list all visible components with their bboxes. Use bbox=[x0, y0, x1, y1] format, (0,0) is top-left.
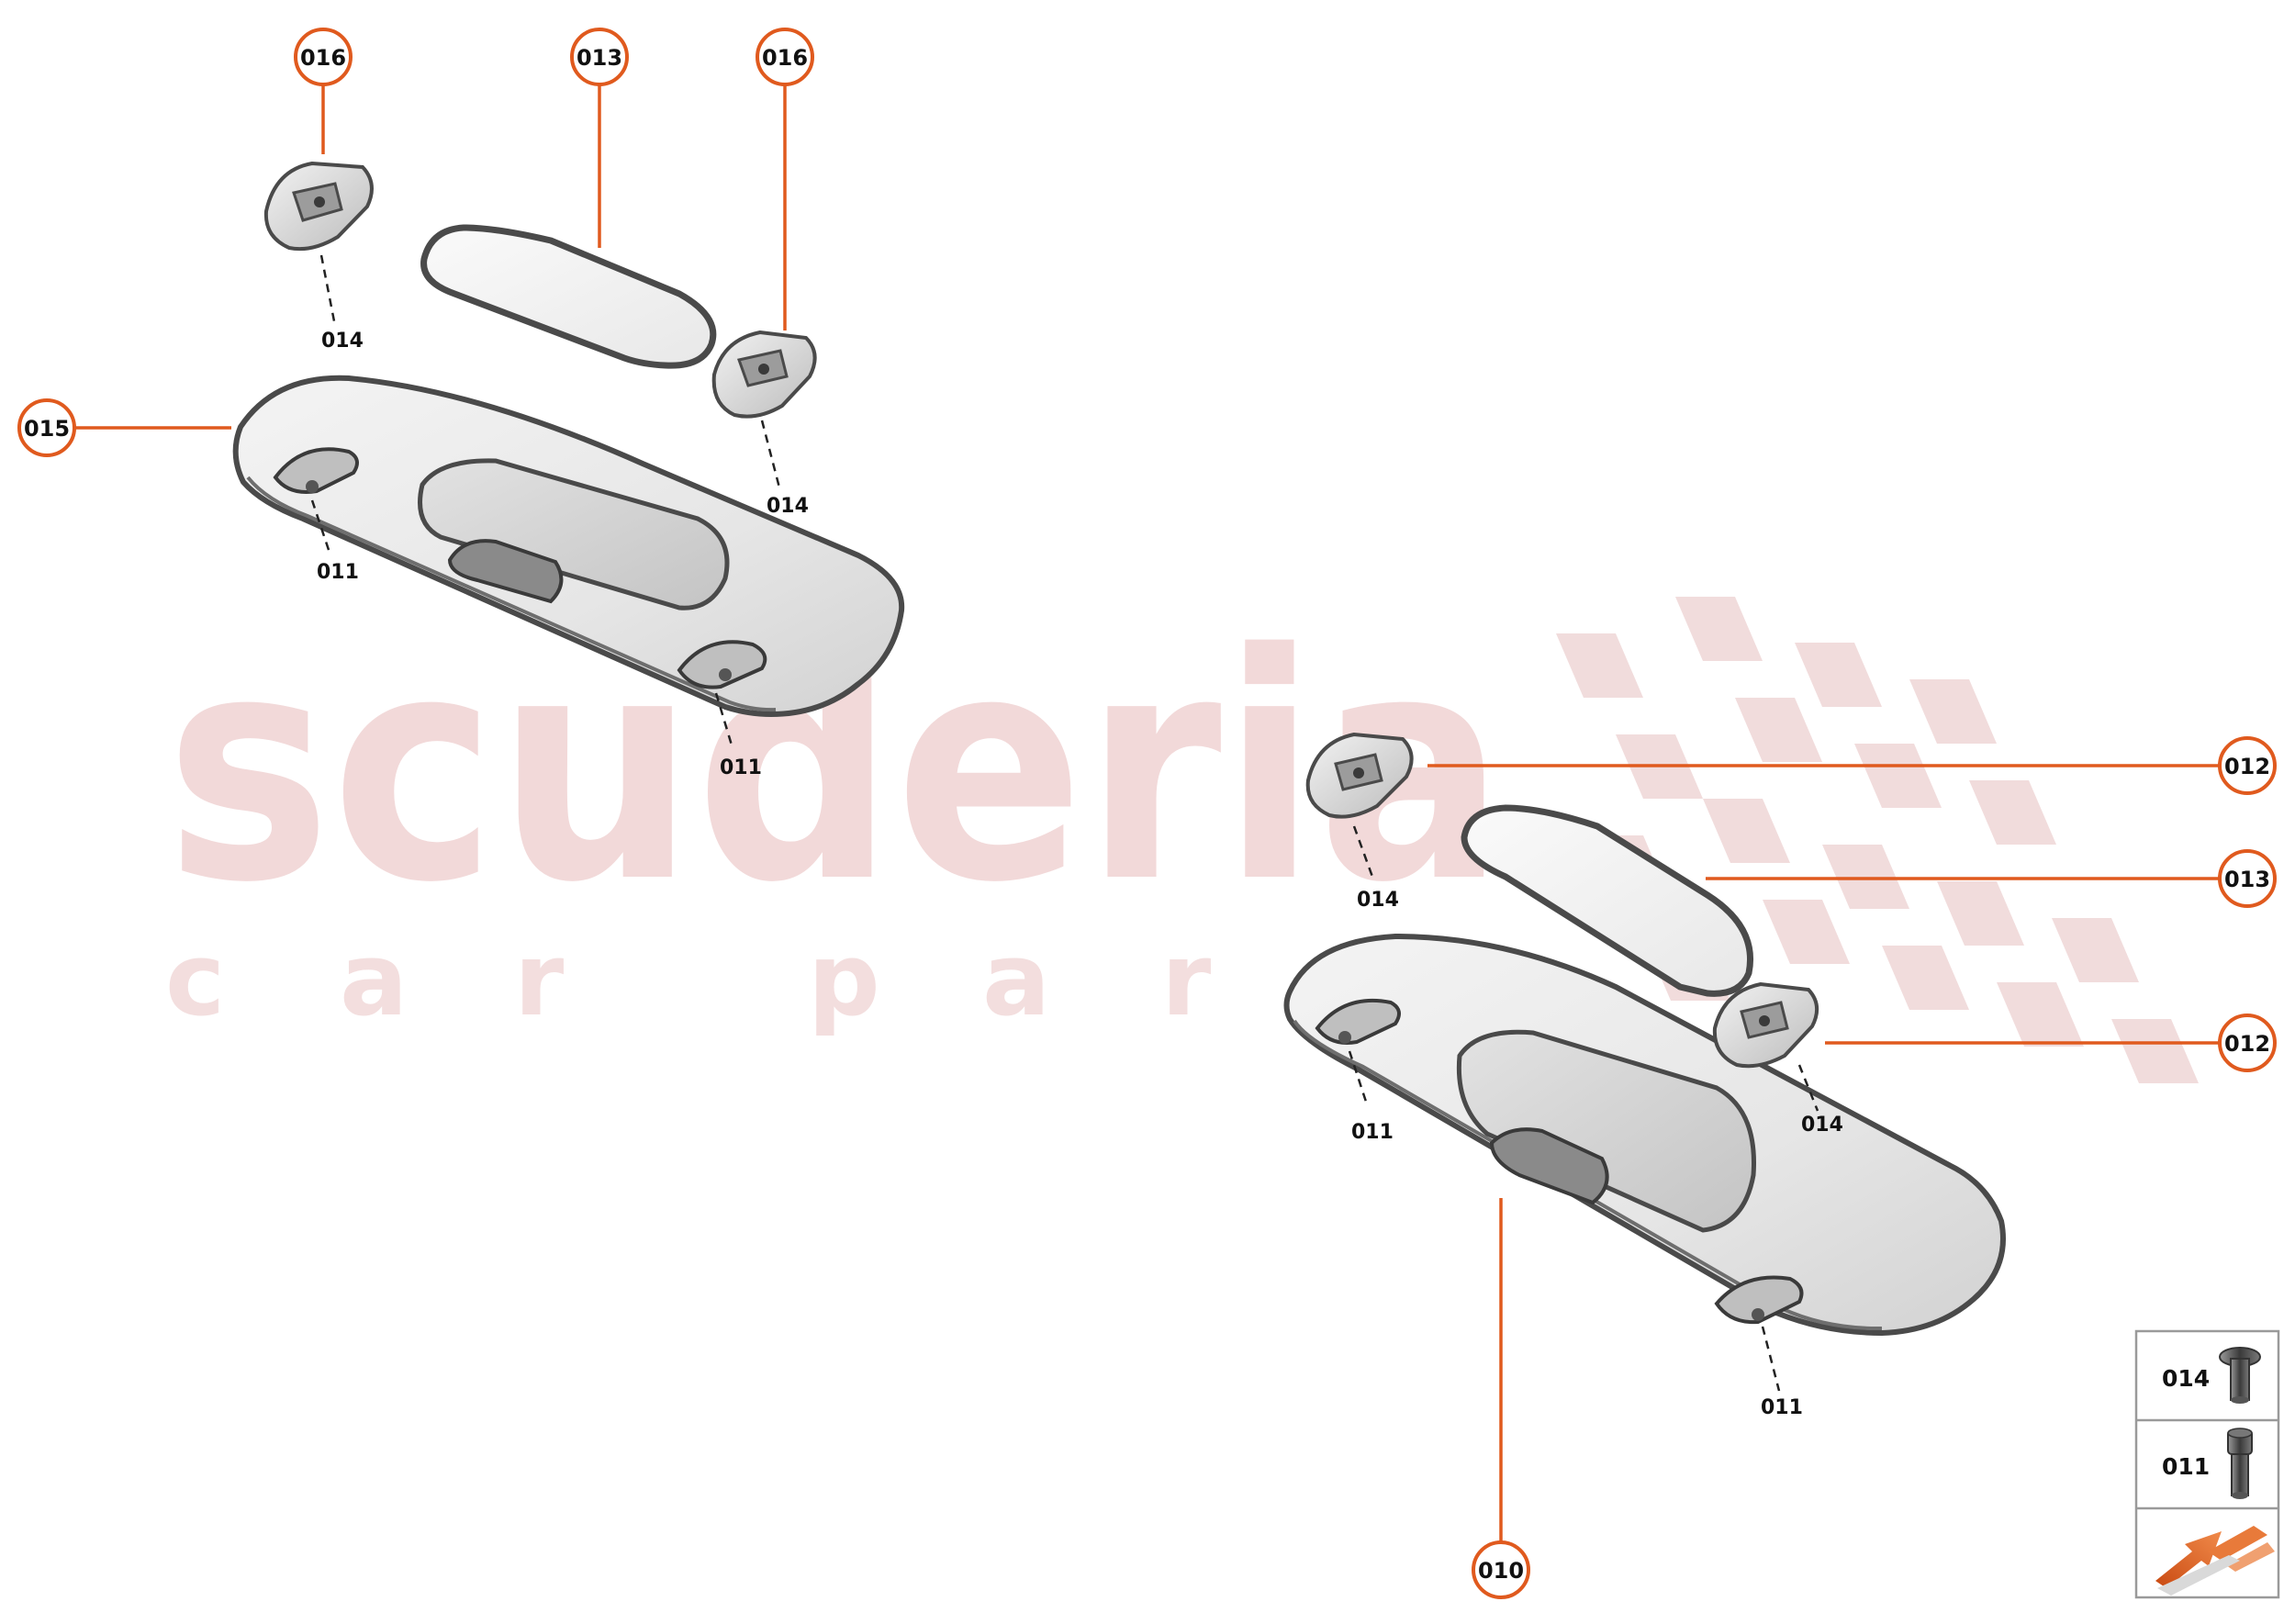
right-vanity-cover[interactable] bbox=[1456, 1029, 1756, 1233]
left-vanity-mirror[interactable] bbox=[420, 224, 717, 369]
left-pivot-screw bbox=[306, 480, 319, 493]
watermark-letter: a bbox=[982, 921, 1050, 1038]
ref-label-014: 014 bbox=[1357, 889, 1399, 912]
ref-label-014: 014 bbox=[767, 495, 809, 518]
left-visor-edge bbox=[246, 476, 777, 712]
left-vanity-cover[interactable] bbox=[418, 458, 730, 610]
watermark-subline: c a r p a r t s bbox=[165, 921, 1519, 1038]
right-visor-pivot-recess bbox=[1315, 998, 1401, 1045]
left-callout-leaders bbox=[74, 85, 787, 430]
legend-code: 011 bbox=[2162, 1453, 2210, 1480]
ref-label-014: 014 bbox=[1801, 1114, 1843, 1137]
ref-label-011: 011 bbox=[317, 561, 359, 584]
left-retaining-clip-a[interactable] bbox=[263, 161, 374, 252]
legend-row-014[interactable]: 014 bbox=[2162, 1347, 2261, 1404]
ref-label-014: 014 bbox=[321, 330, 364, 353]
watermark-letter: r bbox=[1161, 921, 1211, 1038]
callout-label: 016 bbox=[300, 45, 346, 71]
right-vanity-mirror[interactable] bbox=[1461, 804, 1753, 997]
callout-016[interactable]: 016 bbox=[756, 28, 814, 86]
left-pivot-screw bbox=[719, 668, 732, 681]
right-retaining-clip-b[interactable] bbox=[1712, 981, 1819, 1069]
legend-code: 014 bbox=[2162, 1365, 2210, 1392]
left-visor-pivot-recess bbox=[273, 447, 359, 494]
callout-label: 013 bbox=[2224, 867, 2270, 892]
right-sun-visor-assembly bbox=[1283, 732, 2006, 1337]
callout-label: 010 bbox=[1478, 1558, 1524, 1584]
callout-012[interactable]: 012 bbox=[2218, 1014, 2277, 1072]
right-visor-hinge bbox=[1489, 1127, 1609, 1205]
callout-label: 016 bbox=[762, 45, 808, 71]
left-sun-visor-assembly bbox=[232, 161, 905, 718]
left-ref-leaders bbox=[310, 254, 782, 749]
fastener-legend: 014 011 bbox=[2134, 1329, 2280, 1599]
ref-label-011: 011 bbox=[1761, 1396, 1803, 1419]
callout-015[interactable]: 015 bbox=[17, 398, 76, 457]
right-visor-pivot-recess bbox=[1714, 1275, 1804, 1325]
callout-013[interactable]: 013 bbox=[2218, 849, 2277, 908]
legend-row-011[interactable]: 011 bbox=[2162, 1428, 2253, 1499]
callout-012[interactable]: 012 bbox=[2218, 736, 2277, 795]
ref-label-011: 011 bbox=[720, 756, 762, 779]
right-ref-leaders bbox=[1348, 825, 1819, 1392]
socket-cap-screw-icon bbox=[2227, 1428, 2253, 1499]
left-retaining-clip-b[interactable] bbox=[711, 330, 817, 419]
right-retaining-clip-a[interactable] bbox=[1305, 732, 1414, 819]
watermark-letter: c bbox=[165, 921, 225, 1038]
right-pivot-screw bbox=[1338, 1031, 1351, 1044]
left-visor-hinge bbox=[447, 539, 564, 604]
right-callout-leaders bbox=[1427, 764, 2220, 1542]
callout-016[interactable]: 016 bbox=[294, 28, 353, 86]
callout-label: 015 bbox=[24, 416, 70, 442]
watermark: scuderia c a r p a r t s bbox=[165, 588, 2199, 1083]
callout-label: 012 bbox=[2224, 1031, 2270, 1057]
watermark-letter: a bbox=[340, 921, 408, 1038]
right-pivot-screw bbox=[1752, 1308, 1764, 1321]
callout-013[interactable]: 013 bbox=[570, 28, 629, 86]
direction-arrow-icon bbox=[2155, 1526, 2275, 1596]
callout-label: 012 bbox=[2224, 754, 2270, 779]
pan-head-screw-icon bbox=[2219, 1347, 2261, 1404]
watermark-letter: p bbox=[808, 921, 880, 1038]
left-visor-pivot-recess bbox=[677, 640, 767, 689]
watermark-letter: r bbox=[514, 921, 564, 1038]
callout-010[interactable]: 010 bbox=[1472, 1540, 1530, 1599]
ref-label-011: 011 bbox=[1351, 1121, 1394, 1144]
callout-label: 013 bbox=[577, 45, 622, 71]
